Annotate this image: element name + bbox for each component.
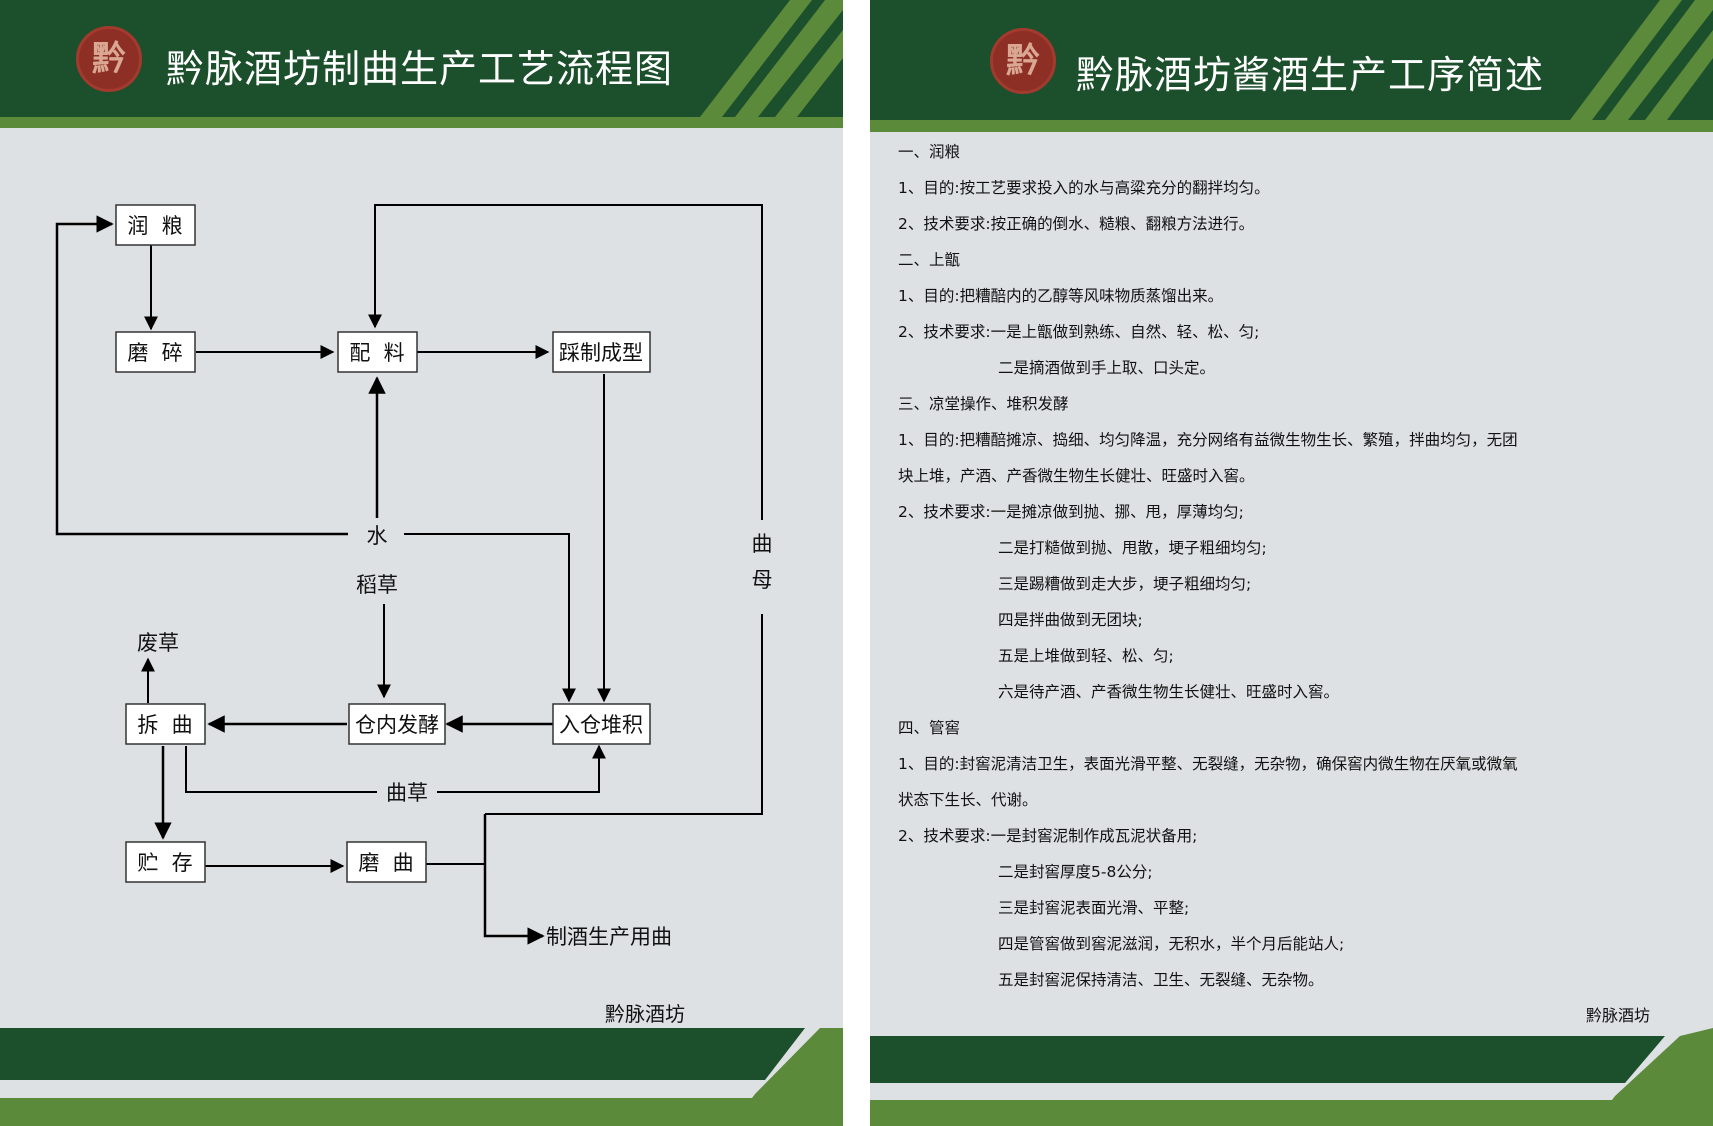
text-line: 1、目的:封窖泥清洁卫生，表面光滑平整、无裂缝，无杂物，确保窖内微生物在厌氧或微…	[898, 755, 1518, 773]
text-line: 1、目的:把糟醅内的乙醇等风味物质蒸馏出来。	[898, 287, 1224, 305]
text-line: 状态下生长、代谢。	[898, 791, 1038, 809]
seal-logo: 黔	[990, 28, 1056, 94]
text-line: 二、上甑	[898, 251, 961, 269]
box-label-mo-sui: 磨 碎	[127, 341, 182, 365]
box-label-cang-nei: 仓内发酵	[355, 713, 439, 737]
label-shui: 水	[367, 524, 388, 548]
label-output: 制酒生产用曲	[546, 925, 672, 949]
box-label-cai-zhi: 踩制成型	[559, 341, 643, 365]
process-flowchart: 润 粮 磨 碎 配 料 踩制成型 拆 曲 仓内发酵 入仓堆积 贮 存 磨 曲 水…	[55, 204, 773, 949]
text-line: 1、目的:按工艺要求投入的水与高粱充分的翻拌均匀。	[898, 179, 1270, 197]
label-qu-cao: 曲草	[386, 781, 428, 805]
text-line: 三是封窖泥表面光滑、平整;	[998, 899, 1190, 917]
box-label-run-liang: 润 粮	[127, 214, 182, 238]
text-line: 六是待产酒、产香微生物生长健壮、旺盛时入窖。	[998, 683, 1340, 701]
box-label-ru-cang: 入仓堆积	[559, 713, 643, 737]
box-label-zhu-cun: 贮 存	[137, 851, 192, 875]
text-line: 2、技术要求:一是上甑做到熟练、自然、轻、松、匀;	[898, 323, 1260, 341]
box-mo-qu	[346, 841, 427, 883]
footer-band	[0, 1028, 843, 1126]
text-line: 五是封窖泥保持清洁、卫生、无裂缝、无杂物。	[998, 971, 1324, 989]
page-title: 黔脉酒坊制曲生产工艺流程图	[166, 47, 674, 91]
signature: 黔脉酒坊	[605, 1002, 685, 1026]
box-chai-qu	[125, 703, 206, 745]
text-line: 四是拌曲做到无团块;	[998, 611, 1143, 629]
signature: 黔脉酒坊	[1586, 1006, 1651, 1025]
text-line: 一、润粮	[898, 143, 961, 161]
text-line: 块上堆，产酒、产香微生物生长健壮、旺盛时入窖。	[898, 467, 1255, 485]
text-line: 1、目的:把糟醅摊凉、捣细、均匀降温，充分网络有益微生物生长、繁殖，拌曲均匀，无…	[898, 431, 1518, 449]
seal-logo: 黔	[76, 26, 142, 92]
box-pei-liao	[337, 331, 418, 373]
text-panel: 黔 黔脉酒坊酱酒生产工序简述 一、润粮 1、目的:按工艺要求投入的水与高粱充分的…	[870, 0, 1713, 1126]
box-ru-cang-dui-ji	[552, 703, 651, 745]
text-line: 二是摘酒做到手上取、口头定。	[998, 359, 1216, 377]
text-line: 二是打糙做到抛、甩散，埂子粗细均匀;	[998, 539, 1267, 557]
header-band	[0, 0, 843, 130]
box-cai-zhi-cheng-xing	[552, 331, 651, 373]
label-mu: 母	[752, 568, 773, 592]
label-dao-cao: 稻草	[356, 573, 398, 597]
box-zhu-cun	[125, 841, 206, 883]
box-label-mo-qu: 磨 曲	[358, 851, 413, 875]
box-mo-sui	[115, 331, 196, 373]
text-line: 五是上堆做到轻、松、匀;	[998, 647, 1174, 665]
text-line: 二是封窖厚度5-8公分;	[998, 863, 1153, 881]
text-line: 2、技术要求:一是摊凉做到抛、挪、甩，厚薄均匀;	[898, 503, 1244, 521]
text-line: 四、管窖	[898, 719, 961, 737]
text-line: 三、凉堂操作、堆积发酵	[898, 395, 1069, 413]
text-line: 四是管窖做到窖泥滋润，无积水，半个月后能站人;	[998, 935, 1345, 953]
text-line: 三是踢糟做到走大步，埂子粗细均匀;	[998, 575, 1252, 593]
footer-band	[870, 1028, 1713, 1126]
box-label-chai-qu: 拆 曲	[137, 713, 192, 737]
page-title: 黔脉酒坊酱酒生产工序简述	[1076, 53, 1545, 97]
box-cang-nei-fa-jiao	[348, 703, 446, 745]
box-label-pei-liao: 配 料	[349, 341, 404, 365]
label-fei-cao: 废草	[137, 631, 179, 655]
text-line: 2、技术要求:按正确的倒水、糙粮、翻粮方法进行。	[898, 215, 1255, 233]
flowchart-panel: 黔 黔脉酒坊制曲生产工艺流程图	[0, 0, 843, 1126]
label-qu: 曲	[752, 532, 773, 556]
text-line: 2、技术要求:一是封窖泥制作成瓦泥状备用;	[898, 827, 1198, 845]
box-run-liang	[115, 204, 196, 246]
